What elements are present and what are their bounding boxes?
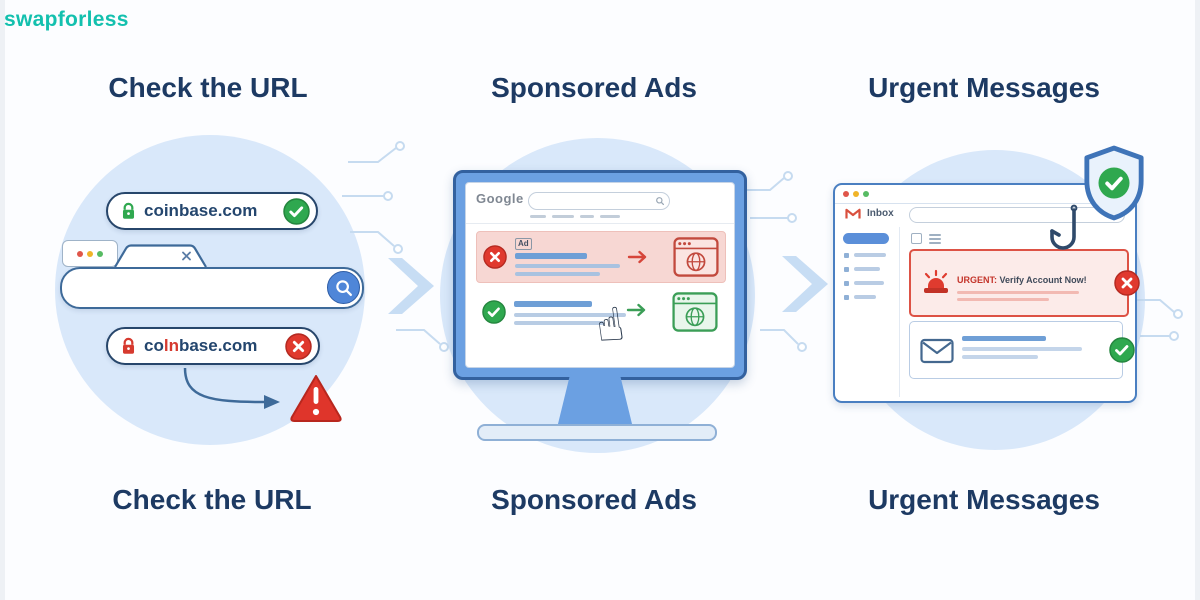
search-engine-logo: Google [476,191,524,206]
monitor-stand-neck [557,372,633,428]
left-edge-strip [0,0,5,600]
address-bar [60,267,364,309]
check-circle-icon [482,300,506,324]
fake-domain-text: colnbase.com [144,336,258,355]
yellow-dot-icon [853,191,859,197]
browser-window-controls [62,240,118,267]
arrow-right-icon [627,250,647,264]
green-dot-icon [97,250,103,257]
mail-logo-icon [845,208,861,219]
close-tab-icon [182,251,191,261]
legit-site-icon [672,292,718,332]
ad-badge: Ad [515,238,532,250]
arrow-panel2-to-panel3 [782,256,828,312]
organic-result [476,289,724,335]
red-dot-icon [77,250,83,257]
envelope-icon [920,338,954,364]
panel-urgent-messages: Inbox URGENT: Verify Account Now! [830,140,1170,470]
phishing-site-icon [673,237,719,277]
legit-domain-text: coinbase.com [144,201,258,220]
sponsored-ad-result: Ad [476,231,726,283]
title-top-messages: Urgent Messages [868,72,1100,103]
monitor: Google Ad [453,170,747,380]
search-field [528,192,670,210]
x-circle-icon [483,245,507,269]
arrow-to-warning [183,367,280,409]
monitor-screen: Google Ad [465,182,735,368]
x-circle-icon [285,332,312,360]
phishing-email-card: URGENT: Verify Account Now! [909,249,1140,317]
red-dot-icon [843,191,849,197]
lock-icon [122,202,135,219]
check-circle-icon [283,197,310,225]
fake-url-pill: colnbase.com [106,327,320,365]
search-icon [656,197,665,206]
warning-triangle-icon [290,375,342,422]
legit-email-card [909,321,1135,379]
arrow-right-icon [626,303,646,317]
typo-letters: ln [163,336,179,355]
urgent-subject: URGENT: Verify Account Now! [957,275,1087,285]
legit-url-pill: coinbase.com [106,192,318,230]
browser-tab [114,244,207,268]
siren-icon [924,269,948,293]
security-shield-icon [1084,145,1144,221]
green-dot-icon [863,191,869,197]
arrow-panel1-to-panel2 [388,258,434,314]
inbox-label: Inbox [867,208,894,219]
panel-sponsored-ads: Google Ad [440,130,760,460]
panel-check-url: coinbase.com [0,130,420,460]
email-client-window: Inbox URGENT: Verify Account Now! [833,183,1140,403]
mail-window-controls [835,185,1135,204]
yellow-dot-icon [87,250,93,257]
search-icon [335,279,352,296]
search-button [327,271,360,304]
lock-icon-red [122,337,135,354]
title-bottom-ads: Sponsored Ads [491,484,697,515]
phishing-hook-icon [1050,204,1078,250]
title-bottom-url: Check the URL [112,484,312,515]
brand-logo: swapforless [4,8,129,31]
title-bottom-messages: Urgent Messages [868,484,1100,515]
select-all-checkbox [911,233,922,244]
right-edge-strip [1195,0,1200,600]
title-top-ads: Sponsored Ads [491,72,697,103]
compose-button [843,233,889,244]
title-top-url: Check the URL [108,72,308,103]
check-circle-icon [1109,337,1135,363]
monitor-stand-base [477,424,717,441]
x-circle-icon [1114,270,1140,296]
